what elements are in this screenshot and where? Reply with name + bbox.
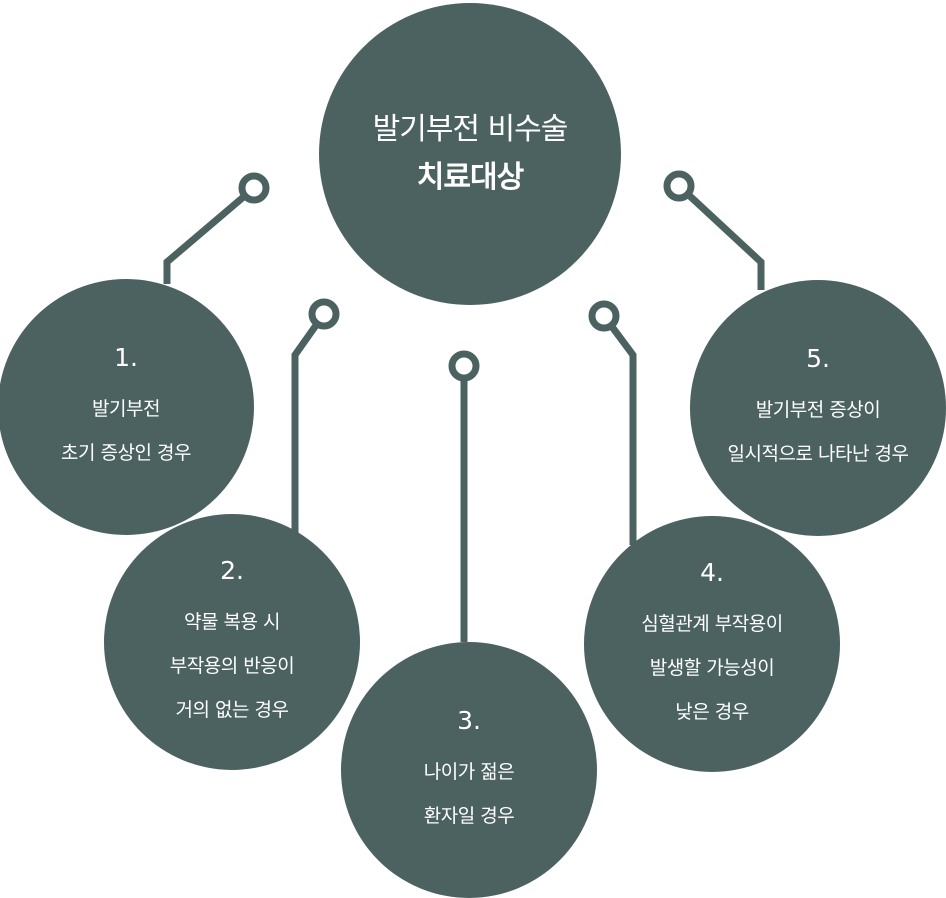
- item-line: 거의 없는 경우: [175, 699, 289, 721]
- item-circle-1: 1. 발기부전 초기 증상인 경우: [0, 279, 254, 535]
- item-line: 발생할 가능성이: [649, 657, 775, 679]
- item-line: 낮은 경우: [675, 701, 749, 723]
- connector-node-3: [448, 350, 480, 382]
- item-number: 5.: [806, 344, 830, 373]
- item-line: 심혈관계 부작용이: [641, 613, 783, 635]
- item-line: 초기 증상인 경우: [61, 442, 191, 464]
- center-title: 발기부전 비수술: [372, 112, 569, 147]
- item-circle-5: 5. 발기부전 증상이 일시적으로 나타난 경우: [690, 280, 946, 536]
- item-number: 3.: [457, 706, 481, 735]
- connector-4: [601, 313, 637, 545]
- item-line: 일시적으로 나타난 경우: [727, 443, 909, 465]
- item-line: 약물 복용 시: [184, 611, 280, 633]
- item-line: 발기부전: [92, 398, 160, 420]
- connector-5: [676, 183, 765, 290]
- item-line: 발기부전 증상이: [755, 399, 881, 421]
- connector-2: [291, 311, 327, 535]
- connector-1: [163, 185, 257, 284]
- item-circle-4: 4. 심혈관계 부작용이 발생할 가능성이 낮은 경우: [584, 516, 840, 772]
- connector-node-1: [238, 172, 270, 204]
- item-circle-2: 2. 약물 복용 시 부작용의 반응이 거의 없는 경우: [104, 514, 360, 770]
- item-number: 1.: [114, 343, 138, 372]
- connector-node-2: [308, 298, 340, 330]
- center-circle: 발기부전 비수술 치료대상: [319, 3, 621, 305]
- item-line: 부작용의 반응이: [169, 655, 295, 677]
- item-line: 나이가 젊은: [423, 761, 515, 783]
- connector-node-4: [588, 300, 620, 332]
- item-circle-3: 3. 나이가 젊은 환자일 경우: [341, 642, 597, 898]
- connector-node-5: [663, 170, 695, 202]
- item-line: 환자일 경우: [423, 805, 515, 827]
- item-number: 2.: [220, 556, 244, 585]
- center-subtitle: 치료대상: [416, 160, 524, 195]
- item-number: 4.: [700, 558, 724, 587]
